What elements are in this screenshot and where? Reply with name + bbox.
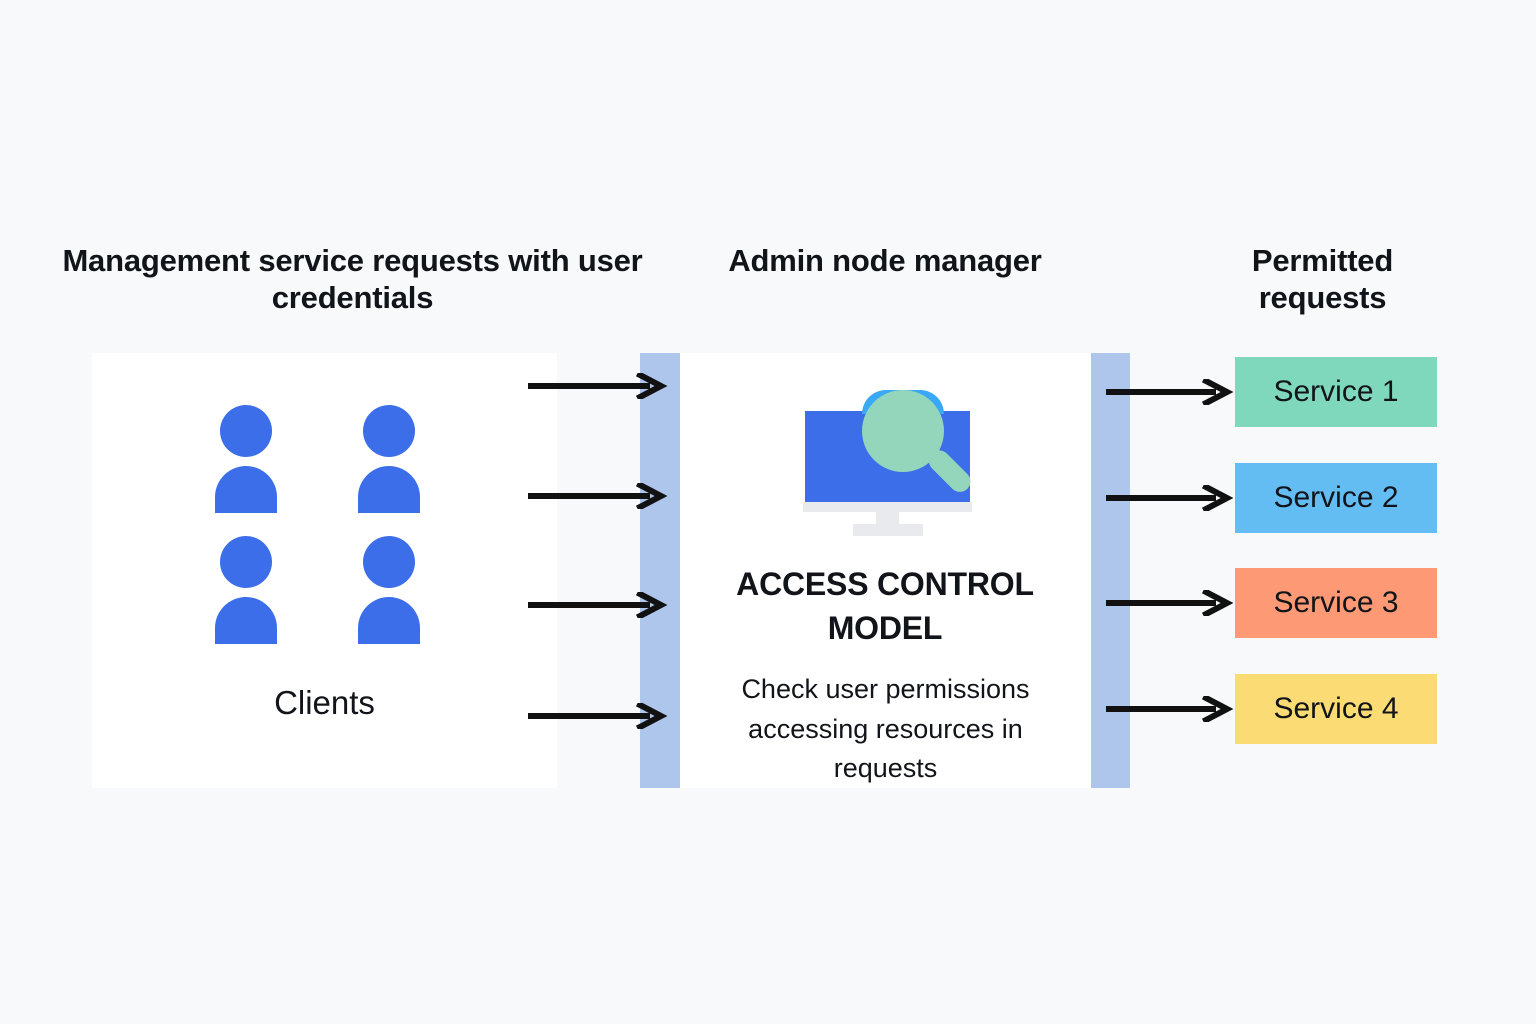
monitor-foot (853, 524, 923, 536)
monitor-base (803, 502, 972, 512)
service-box: Service 2 (1235, 463, 1437, 533)
column-heading-clients: Management service requests with user cr… (62, 243, 643, 315)
person-icon-head (220, 405, 272, 457)
clients-panel (92, 353, 557, 788)
service-box: Service 4 (1235, 674, 1437, 744)
flow-arrow-permitted (1106, 590, 1234, 616)
person-icon (215, 405, 277, 513)
clients-label: Clients (274, 684, 375, 721)
person-icon (358, 536, 420, 644)
service-box-label: Service 4 (1273, 692, 1399, 725)
flow-arrow-permitted (1106, 379, 1234, 405)
access-control-model-title: ACCESS CONTROL MODEL (736, 566, 1034, 647)
monitor-search-icon (803, 390, 975, 536)
column-heading-permitted-requests: Permitted requests (1251, 243, 1394, 315)
clients-icon-grid (215, 405, 435, 645)
flow-arrow-request (528, 483, 668, 509)
flow-arrow-permitted (1106, 485, 1234, 511)
person-icon-body (358, 466, 420, 513)
flow-arrow-request (528, 592, 668, 618)
service-box-label: Service 1 (1273, 375, 1399, 408)
column-heading-admin-node-manager: Admin node manager (728, 243, 1042, 278)
service-box-label: Service 2 (1273, 481, 1399, 514)
magnifier-icon (857, 390, 977, 510)
person-icon (215, 536, 277, 644)
service-box: Service 1 (1235, 357, 1437, 427)
flow-arrow-request (528, 373, 668, 399)
magnifier-lens (862, 390, 944, 472)
service-box: Service 3 (1235, 568, 1437, 638)
monitor-neck (876, 512, 899, 526)
person-icon-body (215, 466, 277, 513)
person-icon-body (358, 597, 420, 644)
service-box-label: Service 3 (1273, 586, 1399, 619)
flow-arrow-request (528, 703, 668, 729)
flow-arrow-permitted (1106, 696, 1234, 722)
person-icon-head (363, 405, 415, 457)
person-icon-body (215, 597, 277, 644)
person-icon-head (363, 536, 415, 588)
person-icon (358, 405, 420, 513)
person-icon-head (220, 536, 272, 588)
access-control-model-description: Check user permissions accessing resourc… (741, 674, 1030, 784)
response-gateway-bar (1091, 353, 1130, 788)
